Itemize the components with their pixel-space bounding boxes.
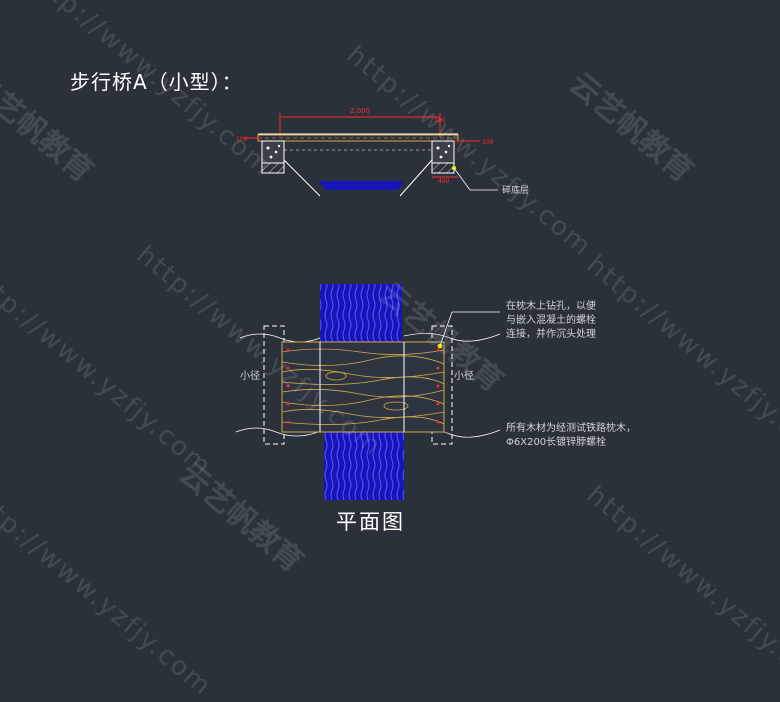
plan-caption: 平面图 [336,510,405,534]
plan-view: 小径 小径 [235,284,501,500]
bolt-markers [286,348,440,424]
right-path-label: 小径 [454,369,474,382]
cad-drawing: 2,000 100 100 100 40 [235,107,529,500]
left-path-outline [263,325,285,445]
base-layer-label: 碎底层 [502,184,529,196]
note-drill: 在枕木上钻孔，以便 与嵌入混凝土的螺栓 连接，并作沉头处理 [506,300,596,342]
stream-water-section [318,181,404,190]
timber-deck [281,341,445,433]
left-path-label: 小径 [240,369,260,382]
right-dimension-top: 100 [434,117,446,124]
stream-water-lower [324,428,404,500]
right-dimension-mid: 100 [482,139,494,146]
left-dimension-text: 100 [236,136,248,143]
drawing-title: 步行桥A（小型）： [70,70,243,94]
note-drill-line: 在枕木上钻孔，以便 [506,301,596,312]
left-abutment [261,140,285,174]
section-view: 2,000 100 100 100 40 [236,107,529,197]
note-timber-line: 所有木材为经测试铁路枕木， [506,423,636,434]
note-drill-line: 与嵌入混凝土的螺栓 [506,315,596,326]
note-timber-line: Φ6X200长镀锌脖螺栓 [506,437,607,448]
note-drill-line: 连接，并作沉头处理 [506,329,596,340]
note-timber: 所有木材为经测试铁路枕木， Φ6X200长镀锌脖螺栓 [506,422,636,450]
right-abutment [431,140,455,174]
right-dimension-bottom: 400 [438,178,450,185]
span-dimension-text: 2,000 [350,107,370,115]
stream-water-upper [320,284,402,344]
